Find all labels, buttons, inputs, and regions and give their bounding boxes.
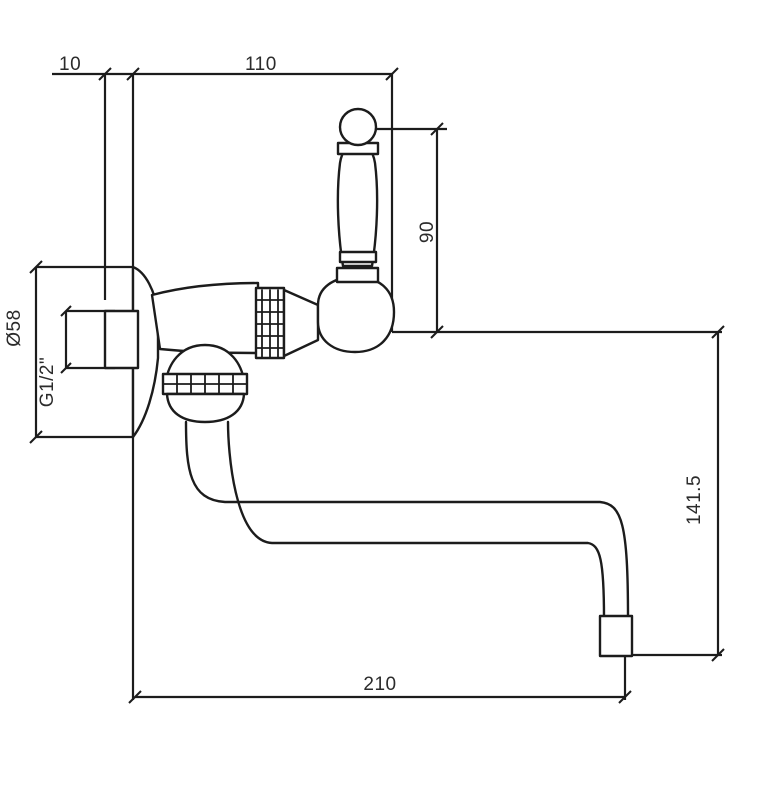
dim-label-spout-reach: 210 bbox=[363, 674, 396, 695]
dim-tick-141-5-top bbox=[711, 325, 725, 339]
dim-tick-110-right bbox=[385, 67, 399, 81]
dimension-group-flange-diameter: Ø58 bbox=[4, 260, 133, 444]
dim-label-flange-diameter: Ø58 bbox=[4, 309, 25, 346]
valve-taper-neck bbox=[282, 288, 320, 358]
faucet-assembly bbox=[103, 107, 634, 658]
handle-neck bbox=[335, 266, 380, 284]
dim-tick-210-right bbox=[618, 690, 632, 704]
dim-tick-90-top bbox=[430, 122, 444, 136]
dim-tick-g12-top bbox=[60, 305, 72, 317]
valve-body-arm bbox=[150, 281, 260, 355]
spout-inner-wall bbox=[226, 420, 606, 620]
inlet-connector bbox=[103, 309, 140, 370]
dim-tick-10-left bbox=[98, 67, 112, 81]
dimension-group-spout-height: 141.5 bbox=[625, 325, 725, 662]
dim-label-spout-height: 141.5 bbox=[684, 475, 705, 525]
spout-knurl-hatching bbox=[162, 373, 248, 395]
aerator bbox=[598, 614, 634, 658]
dimension-group-top: 10 110 bbox=[52, 54, 399, 81]
handle-base-ball bbox=[316, 275, 396, 354]
dim-tick-g12-bottom bbox=[60, 362, 72, 374]
dim-tick-d58-top bbox=[29, 260, 43, 274]
dimension-group-handle-height: 90 bbox=[361, 122, 722, 339]
dim-tick-d58-bottom bbox=[29, 430, 43, 444]
dim-label-wall-offset: 10 bbox=[59, 54, 81, 75]
dim-tick-10-right bbox=[126, 67, 140, 81]
handle-finial bbox=[338, 107, 378, 147]
dim-tick-141-5-bottom bbox=[711, 648, 725, 662]
knurl-hatching bbox=[255, 289, 285, 358]
dim-label-handle-projection: 110 bbox=[245, 54, 277, 75]
dim-tick-210-left bbox=[128, 690, 142, 704]
dim-label-handle-height: 90 bbox=[417, 221, 438, 243]
spout-outer-wall bbox=[184, 420, 630, 620]
dimension-group-spout-reach: 210 bbox=[128, 674, 632, 704]
wall-flange bbox=[131, 265, 160, 439]
lever-handle bbox=[336, 143, 379, 268]
spout-lower-skirt bbox=[165, 392, 246, 424]
dim-tick-90-bottom bbox=[430, 325, 444, 339]
handle-lower-band bbox=[338, 250, 378, 264]
dim-label-inlet-thread: G1/2" bbox=[37, 357, 58, 407]
